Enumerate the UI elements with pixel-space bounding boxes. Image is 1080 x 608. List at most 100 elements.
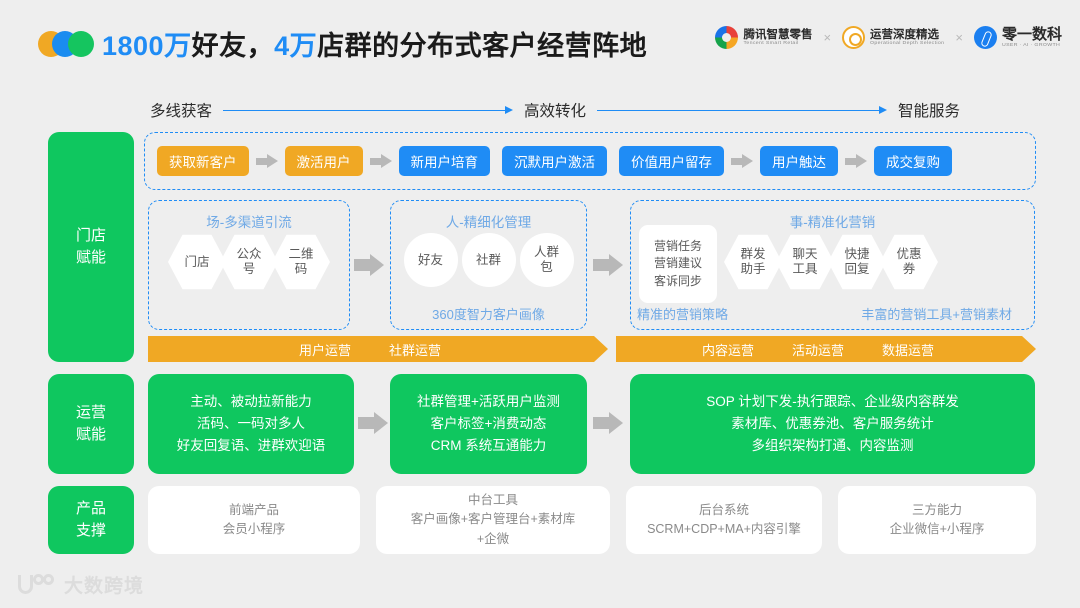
band-left-tag-2: 社群运营 [389, 342, 442, 358]
logo-lingyi-shuke: 零一数科 USER · AI · GROWTH [973, 25, 1062, 49]
section-arrow-1-icon [354, 254, 384, 276]
title-highlight-1: 1800万 [102, 31, 192, 61]
op-card-3-line2: 素材库、优惠券池、客户服务统计 [731, 416, 934, 432]
operation-arrow-1-icon [358, 412, 388, 434]
watermark: 大数跨境 [16, 571, 144, 598]
op-card-1-line2: 活码、一码对多人 [197, 416, 305, 432]
node-quick-reply[interactable]: 快捷回复 [828, 234, 886, 290]
product-card-2-line3: +企微 [476, 531, 510, 546]
sidebar-label-3-line2: 支撑 [75, 522, 106, 539]
product-card-2-line2: 客户画像+客户管理台+素材库 [410, 512, 576, 527]
op-card-1-line1: 主动、被动拉新能力 [190, 394, 312, 410]
section-2-footer: 360度智力客户画像 [432, 307, 545, 322]
pipeline-chip-acquire-new-customers[interactable]: 获取新客户 [157, 146, 249, 176]
node-qr-code[interactable]: 二维码 [272, 234, 330, 290]
dashukuajing-logo-icon [16, 573, 56, 597]
flow-stage-2: 高效转化 [524, 103, 587, 120]
band-left-tag-1: 用户运营 [298, 342, 351, 358]
product-card-backend[interactable]: 后台系统 SCRM+CDP+MA+内容引擎 [626, 486, 822, 554]
op-card-3-line3: 多组织架构打通、内容监测 [751, 437, 914, 453]
title-post: 店群的分布式客户经营阵地 [317, 31, 648, 61]
header: 1800万好友，4万店群的分布式客户经营阵地 腾讯智慧零售 Tencent Sm… [0, 0, 1080, 78]
product-card-3-line2: SCRM+CDP+MA+内容引擎 [647, 522, 801, 536]
node-official-account[interactable]: 公众号 [220, 234, 278, 290]
sidebar-label-1-line2: 赋能 [75, 249, 106, 266]
flow-stage-3: 智能服务 [898, 103, 961, 120]
logo-tencent-en: Tencent Smart Retail [743, 40, 799, 46]
section-3-footer-left: 精准的营销策略 [637, 307, 729, 322]
logo-lingyi-en: USER · AI · GROWTH [1001, 41, 1061, 48]
logo-separator-1: × [823, 30, 832, 45]
logo-separator-2: × [955, 30, 963, 45]
section-1-title: 场-多渠道引流 [206, 215, 292, 230]
sidebar-item-operation-empowerment[interactable]: 运营 赋能 [48, 374, 134, 474]
title-highlight-2: 4万 [274, 31, 318, 61]
partner-logos: 腾讯智慧零售 Tencent Smart Retail × 运营深度精选 Ope… [715, 26, 1062, 49]
chip-arrow-1-icon [255, 154, 278, 168]
node-chat-tool[interactable]: 聊天工具 [776, 234, 834, 290]
product-card-4-line1: 三方能力 [911, 502, 962, 517]
section-3-title: 事-精准化营销 [789, 215, 876, 230]
product-card-3-line1: 后台系统 [698, 502, 749, 517]
node-friends[interactable]: 好友 [403, 233, 458, 287]
op-card-1-line3: 好友回复语、进群欢迎语 [176, 437, 326, 453]
tencent-logo-icon [715, 26, 739, 49]
node-coupon[interactable]: 优惠券 [880, 234, 938, 290]
pipeline-chip-silent-user-activation[interactable]: 沉默用户激活 [502, 146, 607, 176]
section-refined-customer-management: 人-精细化管理 好友 社群 人群包 360度智力客户画像 [390, 200, 587, 330]
node-store[interactable]: 门店 [168, 234, 226, 290]
flow-stages: 多线获客 高效转化 智能服务 [150, 93, 960, 127]
operation-band-right: 内容运营 活动运营 数据运营 [616, 336, 1036, 362]
title-text: 1800万好友，4万店群的分布式客户经营阵地 [102, 24, 647, 63]
customer-lifecycle-pipeline: 获取新客户 激活用户 新用户培育 沉默用户激活 价值用户留存 用户触达 成交复购 [144, 132, 1036, 190]
node-mass-send-assistant[interactable]: 群发助手 [724, 234, 782, 290]
marketing-task-line3: 客诉同步 [653, 273, 702, 288]
logo-tencent-smart-retail: 腾讯智慧零售 Tencent Smart Retail [715, 26, 812, 49]
logo-yunying-shendu-jingxuan: 运营深度精选 Operational Depth Selection [842, 26, 944, 49]
product-card-4-line2: 企业微信+小程序 [889, 522, 985, 536]
product-card-middle-platform[interactable]: 中台工具 客户画像+客户管理台+素材库 +企微 [376, 486, 610, 554]
title-mid: 好友， [191, 31, 275, 61]
node-audience-package[interactable]: 人群包 [519, 233, 574, 287]
operation-card-sop[interactable]: SOP 计划下发-执行跟踪、企业级内容群发 素材库、优惠券池、客户服务统计 多组… [630, 374, 1035, 474]
band-right-tag-2: 活动运营 [791, 342, 844, 358]
logo-yunying-cn: 运营深度精选 [870, 28, 940, 41]
marketing-task-card[interactable]: 营销任务 营销建议 客诉同步 [639, 225, 717, 303]
operation-band-left: 用户运营 社群运营 [148, 336, 608, 362]
pipeline-chip-value-user-retention[interactable]: 价值用户留存 [619, 146, 724, 176]
section-3-footer-right: 丰富的营销工具+营销素材 [861, 307, 1012, 322]
operation-card-community[interactable]: 社群管理+活跃用户监测 客户标签+消费动态 CRM 系统互通能力 [390, 374, 587, 474]
logo-lingyi-cn: 零一数科 [1001, 25, 1062, 43]
flow-arrow-2-icon [597, 105, 887, 115]
product-card-frontend[interactable]: 前端产品 会员小程序 [148, 486, 360, 554]
sidebar-item-product-support[interactable]: 产品 支撑 [48, 486, 134, 554]
logo-yunying-en: Operational Depth Selection [870, 40, 945, 46]
section-multichannel-traffic: 场-多渠道引流 门店 公众号 二维码 [148, 200, 350, 330]
op-card-2-line2: 客户标签+消费动态 [430, 416, 547, 432]
product-card-1-line1: 前端产品 [228, 502, 279, 517]
brand-dots-icon [38, 30, 94, 57]
sidebar-item-store-empowerment[interactable]: 门店 赋能 [48, 132, 134, 362]
op-card-2-line3: CRM 系统互通能力 [430, 437, 547, 453]
section-2-title: 人-精细化管理 [445, 215, 532, 230]
sidebar-label-2-line2: 赋能 [75, 426, 106, 443]
flow-arrow-1-icon [223, 105, 513, 115]
sidebar-label-2-line1: 运营 [75, 404, 106, 422]
chip-arrow-4-icon [845, 154, 867, 168]
op-card-2-line1: 社群管理+活跃用户监测 [417, 394, 560, 410]
band-right-tag-1: 内容运营 [701, 342, 754, 358]
page-title: 1800万好友，4万店群的分布式客户经营阵地 [38, 24, 647, 63]
pipeline-chip-activate-users[interactable]: 激活用户 [284, 146, 363, 176]
op-card-3-line1: SOP 计划下发-执行跟踪、企业级内容群发 [706, 394, 959, 410]
product-card-1-line2: 会员小程序 [222, 522, 286, 536]
chip-arrow-2-icon [369, 154, 392, 168]
pipeline-chip-repeat-purchase[interactable]: 成交复购 [874, 146, 952, 176]
node-community[interactable]: 社群 [461, 233, 516, 287]
pipeline-chip-new-user-nurturing[interactable]: 新用户培育 [398, 146, 490, 176]
yunying-logo-icon [842, 26, 866, 49]
pipeline-chip-user-reach[interactable]: 用户触达 [760, 146, 838, 176]
section-arrow-2-icon [593, 254, 623, 276]
dot-green-icon [68, 30, 94, 57]
operation-card-acquisition[interactable]: 主动、被动拉新能力 活码、一码对多人 好友回复语、进群欢迎语 [148, 374, 354, 474]
product-card-third-party[interactable]: 三方能力 企业微信+小程序 [838, 486, 1036, 554]
